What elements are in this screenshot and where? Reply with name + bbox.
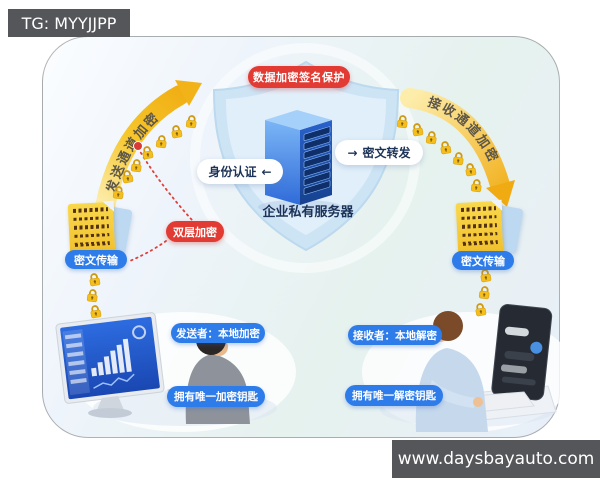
sender-role-pill: 发送者：本地加密	[171, 323, 265, 343]
doc-text-row	[72, 207, 109, 213]
tg-watermark-badge: TG: MYYJJPP	[8, 9, 130, 37]
double-encrypt-badge: 双层加密	[166, 221, 224, 242]
doc-text-row	[461, 214, 497, 220]
doc-text-row	[73, 224, 109, 230]
receiver-cipher-transfer-pill: 密文传输	[452, 251, 514, 270]
cipher-forward-pill: → 密文转发	[335, 140, 423, 165]
doc-text-row	[74, 232, 110, 238]
arrow-left-icon: ←	[261, 164, 272, 179]
receiver-role-pill: 接收者：本地解密	[348, 325, 442, 345]
sender-ciphertext-document-icon	[67, 201, 116, 258]
receiver-key-pill: 拥有唯一解密钥匙	[345, 385, 443, 406]
title-badge: 数据加密签名保护	[248, 66, 350, 88]
doc-text-row	[460, 206, 497, 212]
doc-text-row	[74, 241, 110, 247]
cipher-forward-label: 密文转发	[362, 146, 411, 160]
identity-auth-label: 身份认证	[208, 165, 257, 179]
arrow-right-icon: →	[347, 145, 358, 160]
sender-cipher-transfer-pill: 密文传输	[65, 250, 127, 269]
doc-text-row	[462, 240, 498, 246]
doc-text-row	[73, 215, 109, 221]
receiver-ciphertext-document-icon	[455, 200, 504, 257]
doc-text-row	[461, 223, 497, 229]
doc-text-row	[462, 231, 498, 237]
server-label: 企业私有服务器	[262, 204, 354, 220]
identity-auth-pill: 身份认证 ←	[197, 159, 283, 184]
website-watermark-badge: www.daysbayauto.com	[392, 440, 600, 478]
sender-key-pill: 拥有唯一加密钥匙	[167, 386, 265, 407]
